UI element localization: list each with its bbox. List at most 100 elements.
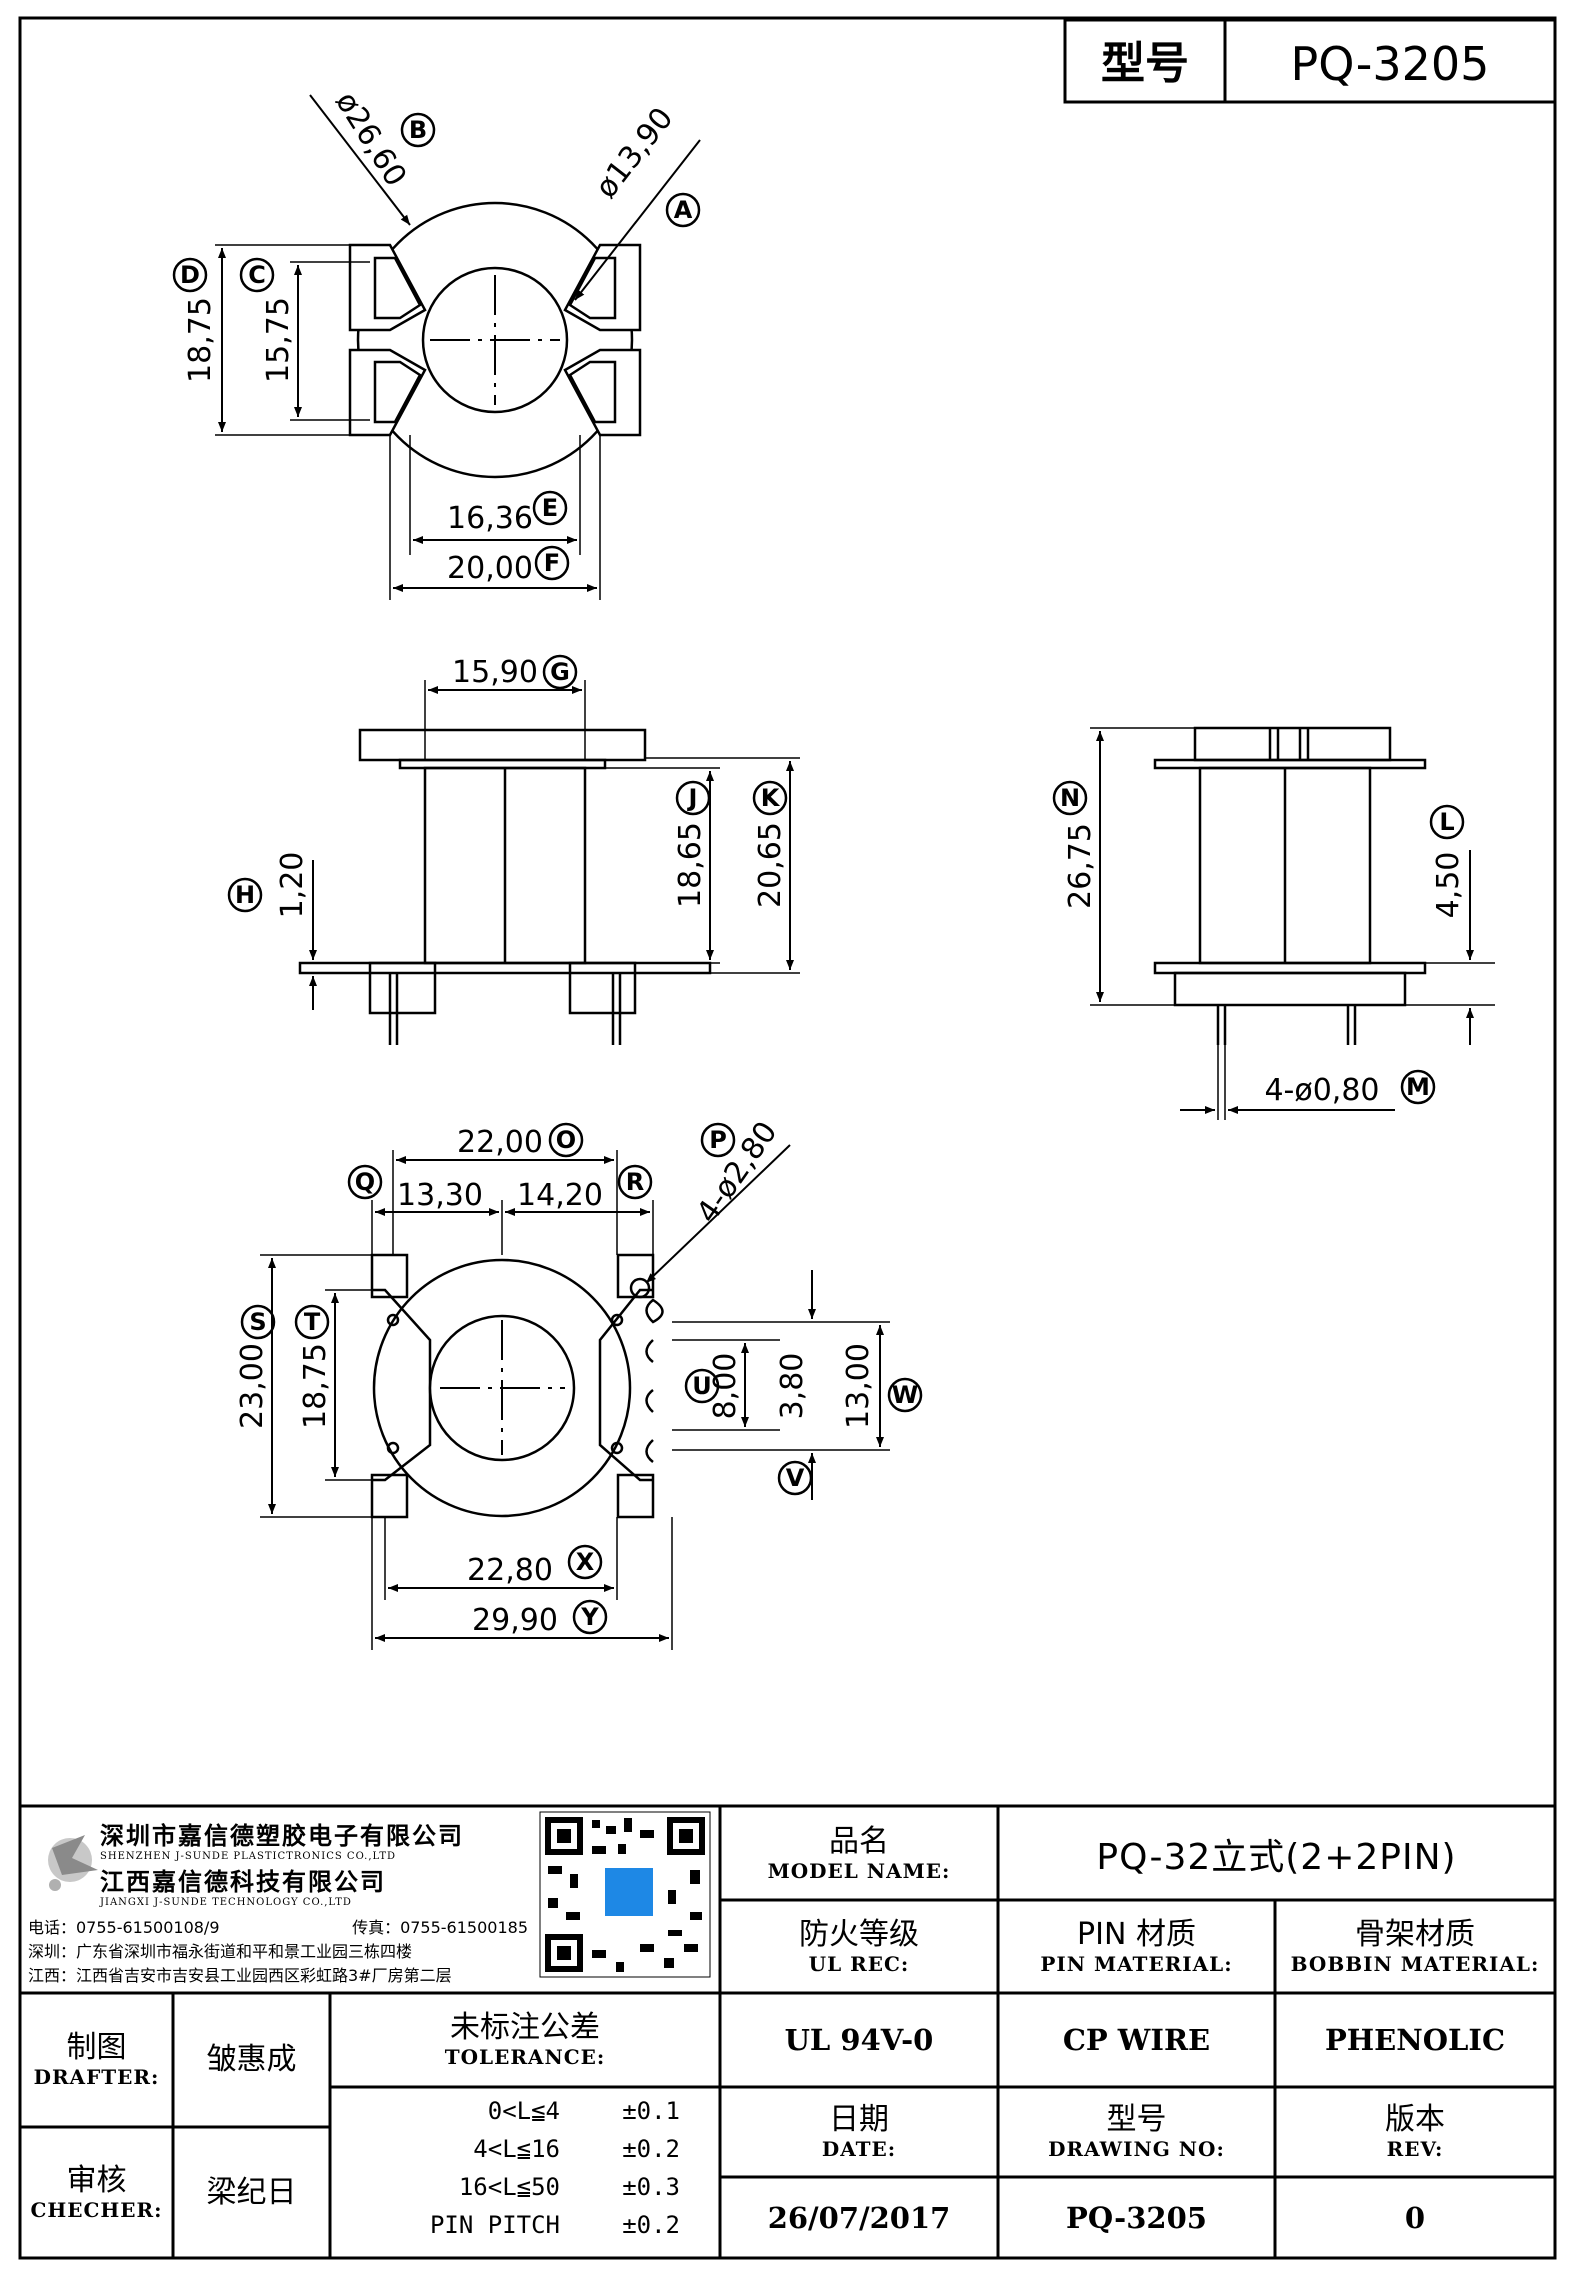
dim-bottom-u: 8,00 [708,1353,743,1420]
side-view [1090,726,1495,1120]
company-address-jx: 江西：江西省吉安市吉安县工业园西区彩虹路3#厂房第二层 [28,1966,452,1985]
ref-e: E [532,490,568,526]
ref-y: Y [572,1599,608,1635]
bottom-view [260,1144,890,1650]
bottom-right-post-lower [616,1473,655,1519]
svg-text:W: W [892,1381,918,1409]
svg-text:Y: Y [580,1603,599,1631]
top-view-right-tab-lower [563,348,642,437]
svg-text:N: N [1060,784,1080,812]
dim-bottom-o: 22,00 [457,1125,543,1160]
bottom-left-post-lower [370,1473,409,1519]
tolerance-row: PIN PITCH ±0.2 [429,2211,680,2239]
dim-side-m: 4-ø0,80 [1264,1073,1379,1108]
svg-text:K: K [761,784,781,812]
pin-hole [610,1313,624,1327]
qr-code [539,1811,711,1978]
svg-text:L: L [1439,808,1454,836]
company-name-jx: 江西嘉信德科技有限公司 [100,1868,386,1896]
ref-f: F [534,545,570,581]
drafter-label: 制图 DRAFTER: [33,2030,160,2090]
title-block-grid [20,1804,1555,2258]
bobbin-material-label: 骨架材质 BOBBIN MATERIAL: [1290,1917,1540,1977]
dim-bottom-s: 23,00 [235,1343,270,1429]
svg-text:D: D [180,261,200,289]
date-label: 日期 DATE: [821,2102,897,2162]
front-view-refs: G H J K [227,654,788,913]
dim-top-h-inner: 15,75 [261,297,296,383]
dim-bottom-y: 29,90 [472,1603,558,1638]
svg-text:H: H [235,881,255,909]
ref-o: O [548,1122,584,1158]
bobbin-material-value: PHENOLIC [1324,2023,1506,2057]
svg-text:P: P [709,1126,727,1154]
checker-value: 梁纪日 [206,2175,297,2210]
checker-label: 审核 CHECHER: [30,2163,163,2223]
company-logo [48,1835,98,1891]
svg-text:C: C [248,261,266,289]
dim-bottom-q: 13,30 [397,1178,483,1213]
ref-q: Q [347,1164,383,1200]
pin-hole [386,1441,400,1455]
company-contact: 电话：0755-61500108/9 传真：0755-61500185 深圳：广… [28,1914,538,1992]
dim-bottom-w: 13,00 [841,1343,876,1429]
ref-j: J [675,780,711,816]
svg-text:T: T [304,1308,321,1336]
ul-rec-value: UL 94V-0 [784,2023,934,2057]
bottom-outer-flange [372,1258,632,1518]
dim-bottom-v: 3,80 [775,1353,810,1420]
dim-side-n: 26,75 [1063,823,1098,909]
top-view-left-tab [348,243,427,332]
front-top-flange [358,728,647,762]
ref-v: V [777,1460,813,1496]
model-name-value: PQ-32立式(2+2PIN) [1096,1837,1457,1878]
ref-m: M [1400,1069,1436,1105]
drafter-value: 皱惠成 [206,2042,297,2077]
ref-b: B [400,112,436,148]
front-bottom-flange [298,961,712,975]
svg-text:G: G [550,658,570,686]
company-phone: 电话：0755-61500108/9 [28,1918,220,1937]
tolerance-label: 未标注公差 TOLERANCE: [444,2010,606,2070]
pin-hole [610,1441,624,1455]
date-value: 26/07/2017 [767,2201,951,2235]
svg-text:V: V [786,1464,805,1492]
svg-text:O: O [556,1126,576,1154]
side-top-flange [1193,726,1392,762]
ref-r: R [617,1164,653,1200]
bottom-right-notches [645,1298,664,1463]
company-name-jx-en: JIANGXI J-SUNDE TECHNOLOGY CO.,LTD [100,1897,352,1908]
company-name-sz-en: SHENZHEN J-SUNDE PLASTICTRONICS CO.,LTD [100,1851,397,1862]
company-name-sz: 深圳市嘉信德塑胶电子有限公司 [100,1822,464,1850]
top-view-outer-flange [356,201,634,479]
ref-x: X [567,1544,603,1580]
rev-value: 0 [1404,2201,1426,2235]
company-fax: 传真：0755-61500185 [352,1918,528,1937]
top-view-left-tab-lower [348,348,427,437]
dim-front-h: 1,20 [275,852,310,919]
pin-hole [386,1313,400,1327]
ref-g: G [542,654,578,690]
tolerance-table: 0<L≦4 ±0.1 4<L≦16 ±0.2 16<L≦50 ±0.3 PIN … [360,2092,710,2252]
top-view-refs: B A D C E F [172,112,701,581]
side-bottom-flange [1153,961,1427,975]
pin-material-value: CP WIRE [1062,2023,1211,2057]
dim-front-k: 20,65 [753,822,788,908]
model-box: 型号 PQ-3205 [1063,18,1557,104]
dim-front-g: 15,90 [452,655,538,690]
model-box-label: 型号 [1101,38,1189,89]
ref-a: A [665,192,701,228]
svg-text:J: J [687,784,698,812]
ref-u: U [684,1368,720,1404]
ref-l: L [1429,804,1465,840]
front-view [298,680,800,1045]
dim-front-j: 18,65 [673,822,708,908]
svg-text:S: S [249,1308,266,1336]
top-view [215,94,701,600]
dim-bottom-t: 18,75 [298,1343,333,1429]
svg-text:R: R [626,1168,644,1196]
tolerance-row: 4<L≦16 ±0.2 [473,2135,680,2163]
svg-text:F: F [544,549,560,577]
svg-text:B: B [409,116,427,144]
